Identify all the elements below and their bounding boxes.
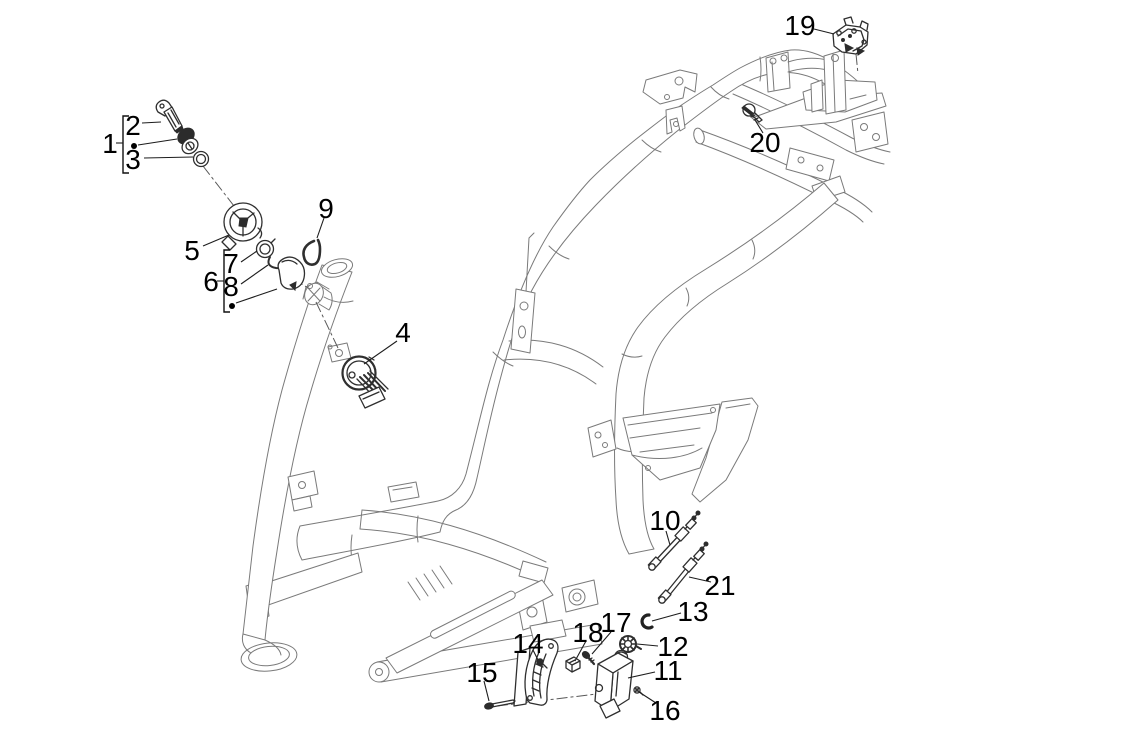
leader-line-18	[574, 640, 587, 662]
leader-line-13	[651, 612, 682, 622]
part-ring	[192, 150, 210, 168]
leader-line-20	[754, 119, 764, 134]
leader-line-7	[240, 250, 258, 263]
callout-dot-1	[131, 143, 137, 149]
leader-line-6	[235, 288, 278, 304]
callout-label-6: 6	[203, 266, 219, 297]
callout-label-1: 1	[102, 128, 118, 159]
callout-label-11: 11	[653, 655, 682, 686]
callout-label-18: 18	[572, 617, 603, 648]
callout-label-14: 14	[512, 628, 543, 659]
axis-line	[855, 53, 859, 75]
callout-label-7: 7	[223, 248, 239, 279]
top-tube-brackets	[642, 69, 698, 135]
part-actuator-11	[594, 649, 634, 719]
callout-label-10: 10	[649, 505, 680, 536]
callout-label-13: 13	[677, 596, 708, 627]
part-cable-10	[647, 510, 701, 571]
leader-line-5	[202, 234, 230, 247]
rear-subframe	[751, 49, 889, 153]
footrest-bracket	[622, 397, 759, 503]
part-bracket-14	[513, 638, 559, 707]
axis-line	[315, 301, 339, 349]
part-key	[155, 99, 184, 134]
frame-artwork	[240, 49, 891, 683]
callout-dot-6	[229, 303, 235, 309]
callout-label-9: 9	[318, 193, 334, 224]
cross-brace	[503, 232, 604, 385]
callout-label-20: 20	[749, 127, 780, 158]
part-latch-plate	[832, 16, 869, 56]
leader-line-14	[532, 649, 539, 661]
part-screw-15	[484, 699, 516, 710]
leader-line-15	[483, 680, 490, 702]
leader-line-21	[688, 576, 712, 583]
part-screw-20	[741, 103, 763, 123]
part-ignition-switch	[221, 202, 263, 251]
leader-line-12	[636, 643, 659, 647]
part-clip-nut-18	[565, 656, 581, 673]
part-grommet-12	[619, 635, 642, 653]
callout-label-2: 2	[125, 110, 141, 141]
leader-line-4	[363, 340, 398, 365]
callout-label-17: 17	[600, 607, 631, 638]
leader-line-1	[137, 138, 178, 146]
axis-line	[202, 165, 235, 207]
part-washer	[255, 238, 276, 259]
callout-label-21: 21	[704, 570, 735, 601]
callout-label-4: 4	[395, 317, 411, 348]
leader-line-11	[627, 671, 656, 679]
callout-bracket-1	[122, 115, 129, 174]
callout-label-16: 16	[649, 695, 680, 726]
leader-line-8	[240, 264, 269, 285]
part-lock-cylinder	[177, 127, 199, 155]
callout-label-8: 8	[223, 271, 239, 302]
callout-label-15: 15	[466, 657, 497, 688]
part-cable-21	[657, 541, 709, 604]
part-retainer-clip	[302, 238, 322, 266]
leader-line-19	[813, 28, 835, 35]
leader-line-17	[591, 631, 612, 655]
part-wiring-connector	[341, 355, 389, 409]
callout-label-3: 3	[125, 144, 141, 175]
leader-line-10	[665, 530, 671, 546]
callout-label-5: 5	[184, 235, 200, 266]
callout-label-19: 19	[784, 10, 815, 41]
part-lock-body	[277, 256, 306, 292]
callout-label-12: 12	[657, 631, 688, 662]
leader-line-9	[316, 217, 325, 239]
exploded-parts	[155, 16, 869, 719]
steering-column	[240, 258, 354, 672]
part-clip-13	[640, 613, 654, 630]
leader-line-16	[638, 691, 657, 704]
part-screw-17	[581, 651, 596, 666]
leader-line-2	[141, 121, 162, 124]
leader-line-3	[143, 156, 194, 159]
rear-down-tube	[587, 182, 839, 555]
